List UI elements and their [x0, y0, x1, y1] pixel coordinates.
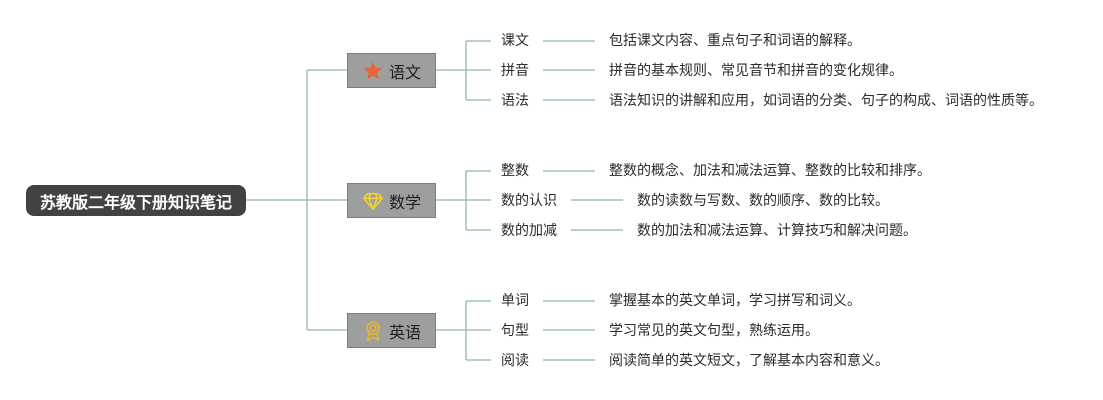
topic-label[interactable]: 整数	[501, 163, 529, 179]
topic-label[interactable]: 语法	[501, 93, 529, 109]
topic-label[interactable]: 句型	[501, 323, 529, 339]
topic-label[interactable]: 单词	[501, 293, 529, 309]
topic-description: 语法知识的讲解和应用，如词语的分类、句子的构成、词语的性质等。	[609, 93, 1043, 109]
topic-description: 拼音的基本规则、常见音节和拼音的变化规律。	[609, 63, 903, 79]
diamond-icon	[362, 190, 384, 212]
topic-description: 数的加法和减法运算、计算技巧和解决问题。	[637, 223, 917, 239]
topic-label[interactable]: 拼音	[501, 63, 529, 79]
subject-node-math[interactable]: 数学	[347, 183, 436, 218]
topic-description: 整数的概念、加法和减法运算、整数的比较和排序。	[609, 163, 931, 179]
root-title: 苏教版二年级下册知识笔记	[39, 192, 232, 212]
subject-label: 英语	[388, 322, 421, 342]
medal-icon	[362, 320, 384, 342]
root-node[interactable]: 苏教版二年级下册知识笔记	[26, 185, 246, 216]
topic-label[interactable]: 数的加减	[501, 223, 557, 239]
subject-node-english[interactable]: 英语	[347, 313, 436, 348]
topic-description: 数的读数与写数、数的顺序、数的比较。	[637, 193, 889, 209]
topic-description: 阅读简单的英文短文，了解基本内容和意义。	[609, 353, 889, 369]
subject-label: 语文	[388, 62, 421, 82]
topic-label[interactable]: 课文	[501, 33, 529, 49]
subject-label: 数学	[388, 192, 421, 212]
subject-node-chinese[interactable]: 语文	[347, 53, 436, 88]
topic-label[interactable]: 阅读	[501, 353, 529, 369]
star-icon	[362, 60, 384, 82]
topic-description: 学习常见的英文句型，熟练运用。	[609, 323, 819, 339]
topic-label[interactable]: 数的认识	[501, 193, 557, 209]
topic-description: 掌握基本的英文单词，学习拼写和词义。	[609, 293, 861, 309]
topic-description: 包括课文内容、重点句子和词语的解释。	[609, 33, 861, 49]
